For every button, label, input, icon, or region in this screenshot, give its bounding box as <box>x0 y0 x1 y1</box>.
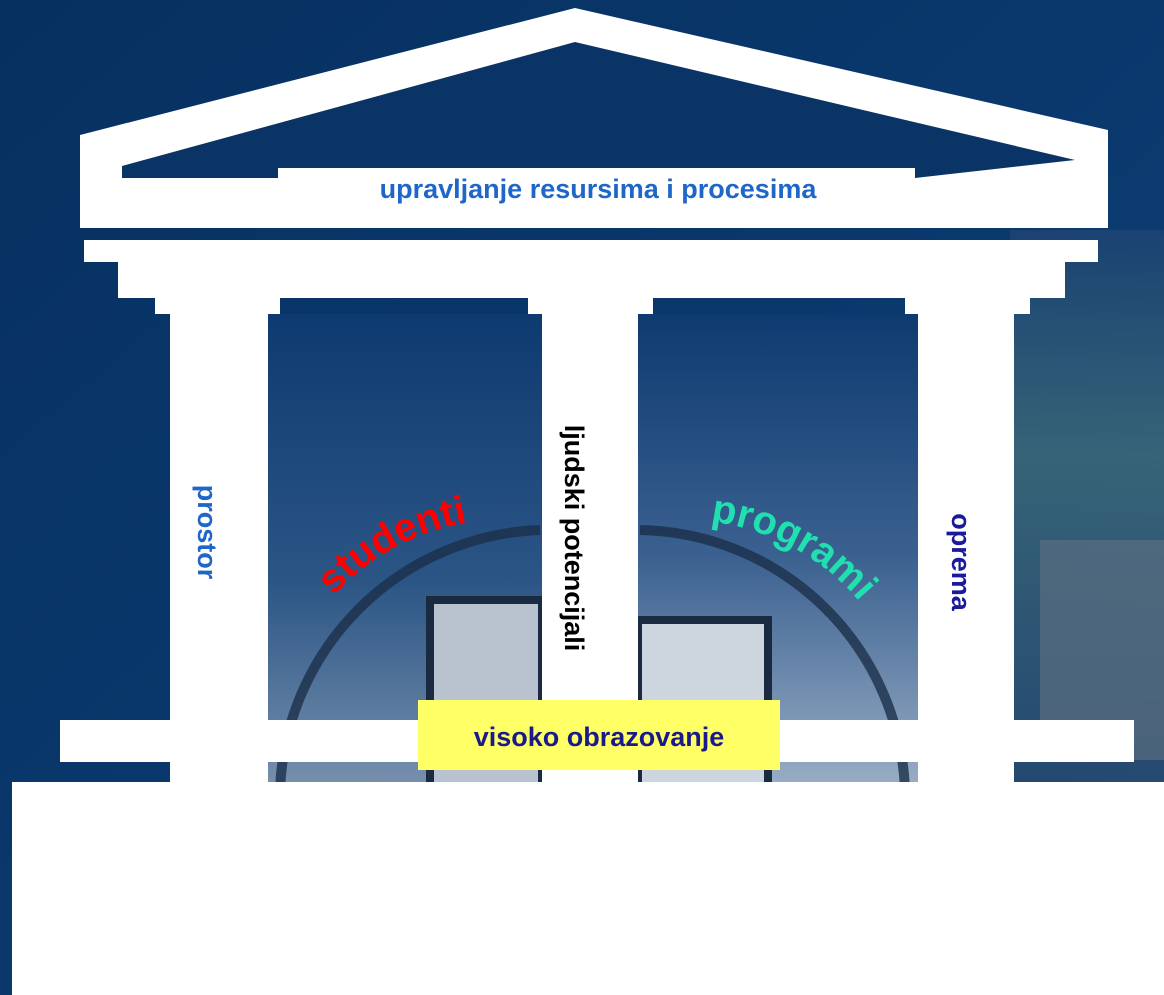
base-label: visoko obrazovanje <box>474 722 725 752</box>
capital-middle <box>528 298 653 314</box>
roof-inner-triangle <box>122 42 1075 190</box>
base-label-highlight <box>418 700 780 770</box>
pillar-label-ljudski-potencijali: ljudski potencijali <box>559 425 589 652</box>
capital-left <box>155 298 280 314</box>
pillar-label-prostor: prostor <box>192 485 222 580</box>
roof-label-bar <box>278 168 915 216</box>
capital-right <box>905 298 1030 314</box>
pillar-label-oprema: oprema <box>946 513 976 612</box>
foundation-base <box>12 782 1164 995</box>
entablature-top <box>84 240 1098 262</box>
entablature-bottom <box>118 262 1065 298</box>
roof-label: upravljanje resursima i procesima <box>380 174 818 204</box>
